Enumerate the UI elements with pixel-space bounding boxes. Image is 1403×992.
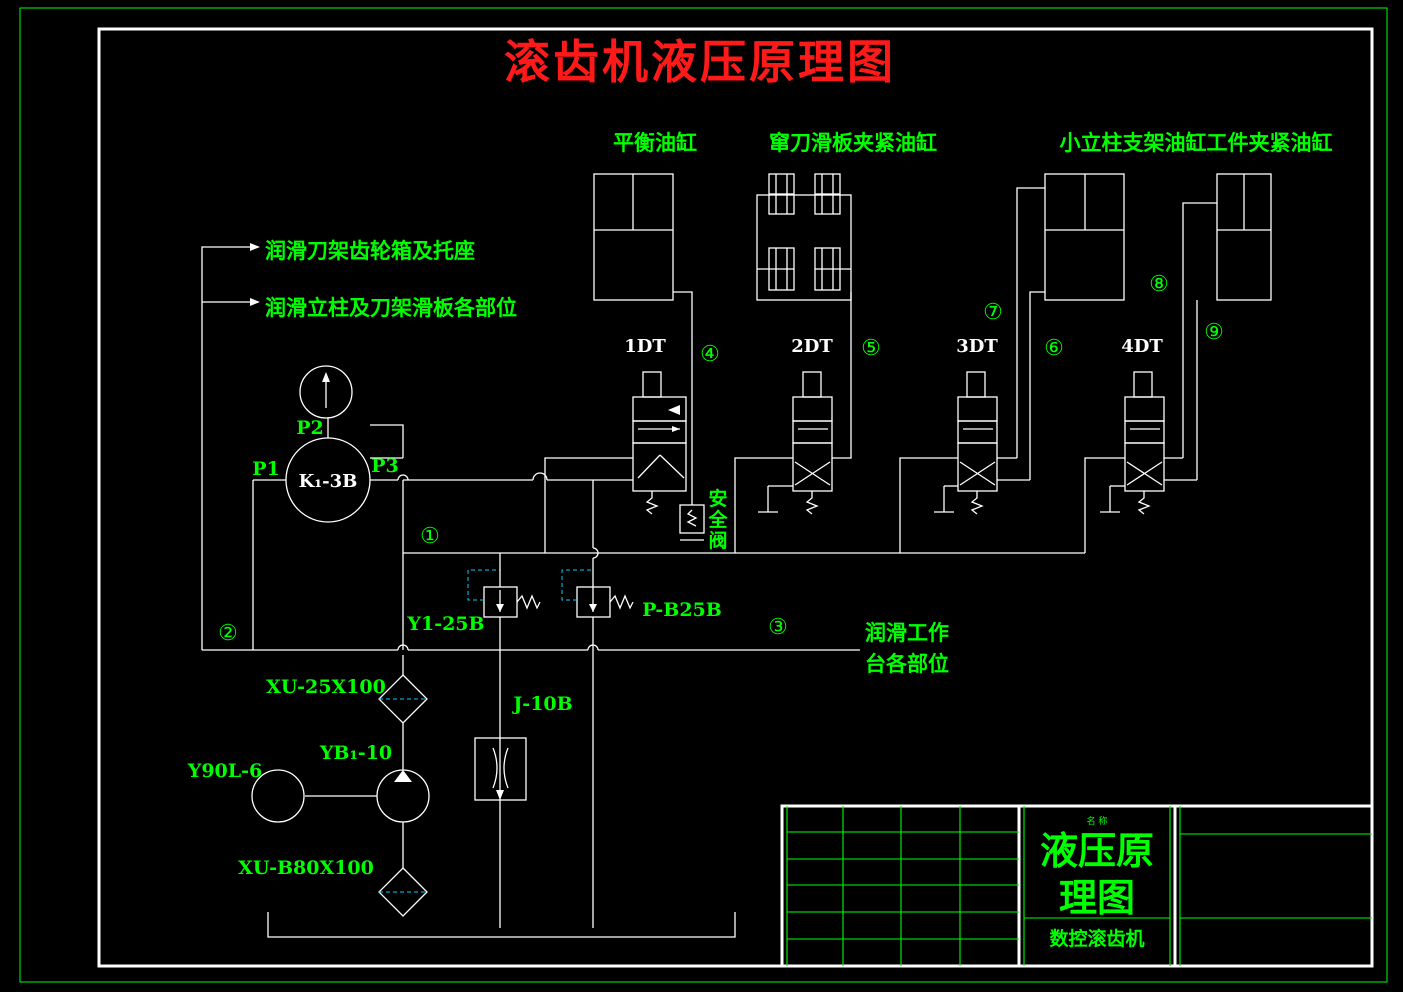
circuit-number-3: ③ — [768, 615, 788, 640]
title-block-name-line2: 理图 — [1059, 875, 1135, 920]
lubrication-lines — [201, 243, 860, 651]
circuit-number-5: ⑤ — [861, 336, 881, 361]
lube-label-column: 润滑立柱及刀架滑板各部位 — [265, 295, 517, 320]
valve-4dt — [1124, 371, 1165, 515]
port-p2-label: P2 — [296, 417, 324, 439]
pump-label: YB₁-10 — [319, 742, 392, 764]
valve-1dt-label: 1DT — [624, 336, 666, 357]
drawing-frame — [97, 27, 1374, 968]
lube-label-tool-rest: 润滑刀架齿轮箱及托座 — [265, 238, 475, 263]
valve-3dt-label: 3DT — [956, 336, 998, 357]
tank-symbols — [758, 485, 1125, 513]
small-column-cylinder — [1044, 173, 1125, 301]
oil-tank — [267, 912, 736, 938]
lube-label-worktable-1: 润滑工作 — [865, 620, 949, 645]
port-p3-label: P3 — [371, 455, 399, 477]
circuit-number-1: ① — [420, 524, 440, 549]
valve-1dt — [632, 371, 687, 515]
circuit-number-9: ⑨ — [1204, 320, 1224, 345]
relief-valve-p-b25b — [561, 569, 634, 928]
title-block-name-label: 名 称 — [1087, 815, 1108, 827]
balance-cylinder-label: 平衡油缸 — [613, 130, 697, 155]
filter-xu-b80x100 — [378, 867, 428, 917]
valve-4dt-label: 4DT — [1121, 336, 1163, 357]
filter-2-label: XU-B80X100 — [238, 857, 374, 879]
drawing-title: 滚齿机液压原理图 — [504, 35, 896, 89]
pilot-valve-k1-3b — [252, 365, 409, 650]
circuit-number-2: ② — [218, 621, 238, 646]
safety-valve-char-2: 全 — [707, 508, 728, 531]
filter-1-label: XU-25X100 — [266, 676, 386, 698]
relief-valve-2-label: P-B25B — [642, 599, 722, 621]
tool-slide-cylinder-label: 窜刀滑板夹紧油缸 — [769, 130, 937, 155]
throttle-valve-j-10b — [474, 737, 527, 801]
pressure-main-line — [402, 457, 1125, 650]
balance-cylinder — [593, 173, 674, 301]
filter-xu-25x100 — [378, 655, 428, 770]
motor-y90l-6 — [251, 769, 305, 823]
workpiece-clamp-cylinder — [1216, 173, 1272, 301]
motor-label: Y90L-6 — [187, 760, 262, 782]
valve-2dt-label: 2DT — [791, 336, 833, 357]
valve-3dt — [957, 371, 998, 515]
relief-valve-y1-25b — [467, 553, 541, 928]
circuit-number-7: ⑦ — [983, 300, 1003, 325]
sheet-outer-border — [19, 7, 1388, 983]
tool-slide-clamp-cylinders — [756, 173, 852, 301]
circuit-number-6: ⑥ — [1044, 336, 1064, 361]
safety-valve-char-3: 阀 — [708, 529, 727, 552]
title-block — [780, 804, 1374, 968]
circuit-number-4: ④ — [700, 342, 720, 367]
cylinder-pipes — [673, 187, 1217, 491]
safety-valve — [679, 491, 705, 541]
title-block-name-line1: 液压原 — [1040, 828, 1154, 873]
lube-label-worktable-2: 台各部位 — [865, 651, 949, 676]
small-column-cylinder-label: 小立柱支架油缸工件夹紧油缸 — [1060, 130, 1333, 155]
valve-2dt — [792, 371, 833, 515]
safety-valve-char-1: 安 — [708, 487, 727, 510]
port-p1-label: P1 — [252, 458, 280, 480]
pilot-valve-label: K₁-3B — [299, 471, 358, 492]
pump-yb1-10 — [305, 769, 430, 868]
throttle-label: J-10B — [511, 693, 572, 715]
relief-valve-1-label: Y1-25B — [406, 613, 484, 635]
title-block-project: 数控滚齿机 — [1049, 927, 1144, 950]
circuit-number-8: ⑧ — [1149, 272, 1169, 297]
